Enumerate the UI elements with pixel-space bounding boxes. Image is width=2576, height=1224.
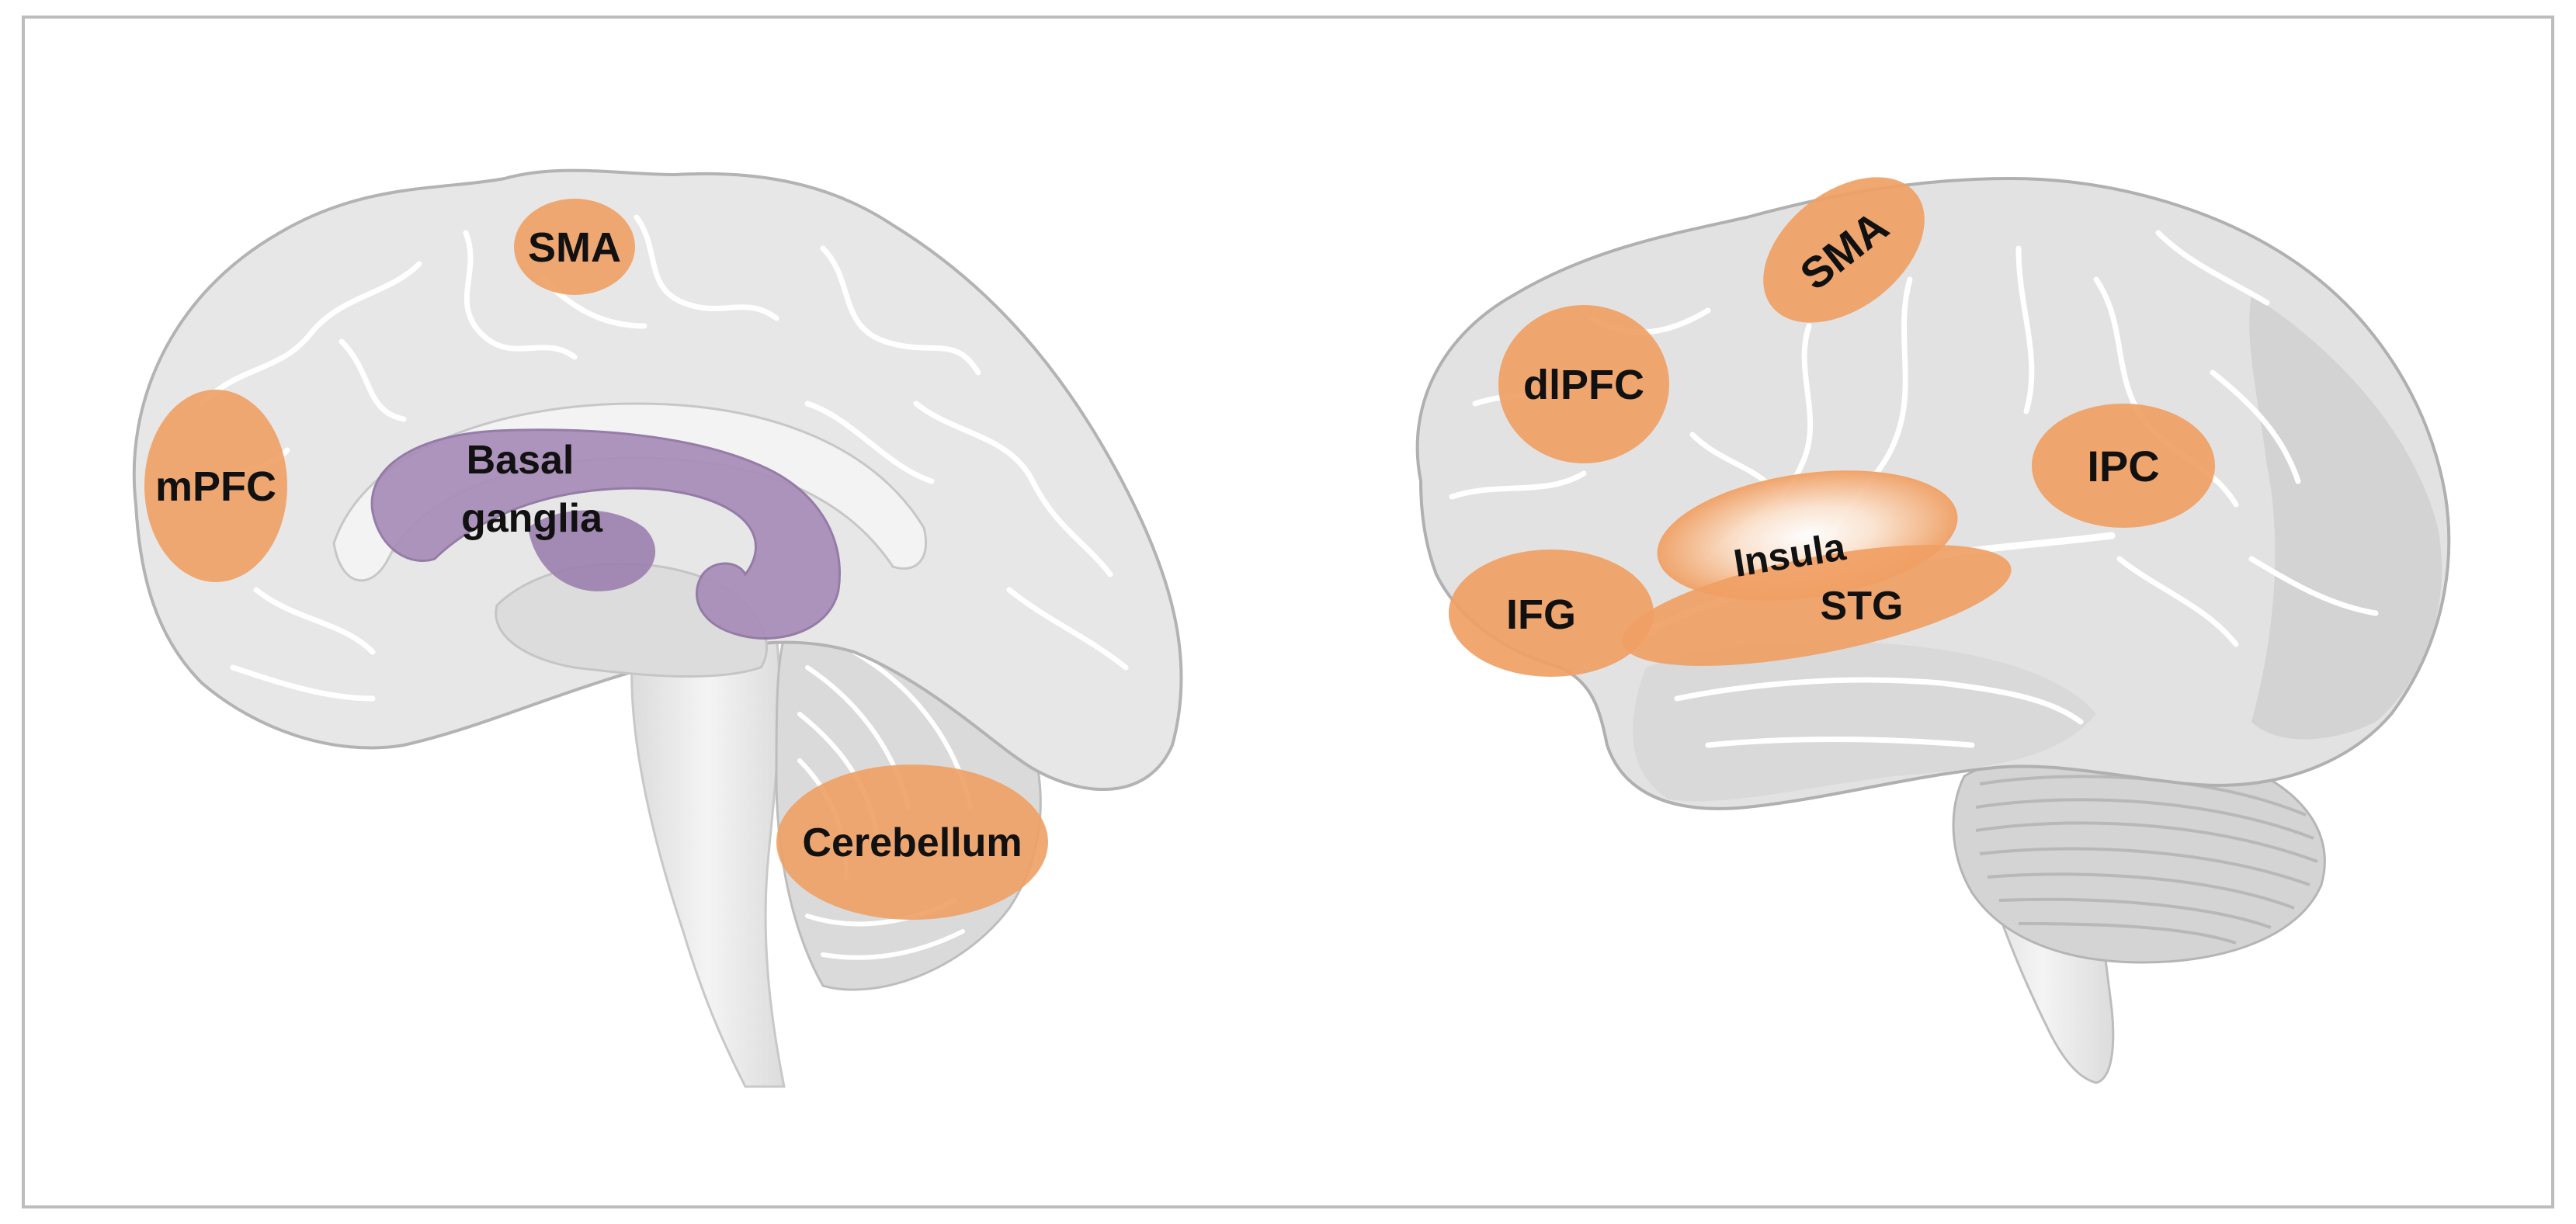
sma-region-lateral bbox=[1763, 177, 1925, 323]
basal-ganglia-label-line1: Basal bbox=[467, 438, 575, 483]
ipc-region bbox=[2032, 404, 2215, 528]
mpfc-label: mPFC bbox=[155, 463, 276, 510]
ifg-label: IFG bbox=[1506, 591, 1576, 638]
dlpfc-region bbox=[1498, 305, 1669, 463]
sagittal-gyri bbox=[175, 214, 1129, 702]
ipc-label: IPC bbox=[2087, 442, 2159, 491]
cerebellum-region bbox=[776, 765, 1048, 920]
lateral-cerebellum-folia bbox=[1975, 775, 2318, 945]
stg-label: STG bbox=[1821, 584, 1904, 629]
lateral-occipital-shade bbox=[2249, 295, 2442, 740]
basal-ganglia-lobe bbox=[528, 510, 656, 591]
sagittal-brain-panel: SMA mPFC Basal ganglia Cerebellum bbox=[132, 168, 1183, 1088]
lateral-brain-panel: SMA dlPFC IPC Insula IFG STG bbox=[1415, 176, 2451, 1084]
sma-label-sagittal: SMA bbox=[528, 224, 621, 271]
stg-region bbox=[1622, 545, 2012, 666]
cerebellum-label: Cerebellum bbox=[802, 820, 1022, 865]
mpfc-region bbox=[144, 390, 287, 582]
lateral-temporal-shade bbox=[1633, 641, 2096, 802]
basal-ganglia-shape bbox=[370, 428, 841, 640]
basal-ganglia-label-line2: ganglia bbox=[461, 496, 603, 541]
ifg-region bbox=[1449, 550, 1654, 677]
sma-region-sagittal bbox=[514, 199, 635, 295]
dlpfc-label: dlPFC bbox=[1523, 362, 1644, 408]
